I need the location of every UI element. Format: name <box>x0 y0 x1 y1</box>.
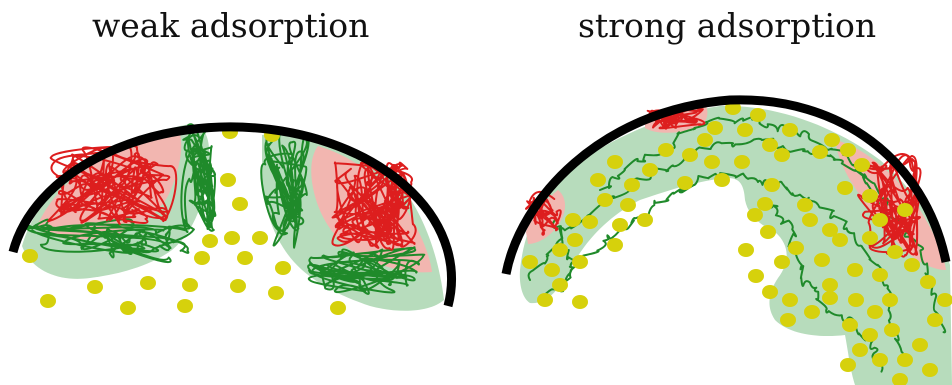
particle <box>194 251 210 265</box>
particle <box>782 293 798 307</box>
particle <box>822 278 838 292</box>
particle <box>230 279 246 293</box>
particle <box>762 285 778 299</box>
particle <box>840 358 856 372</box>
particle <box>884 323 900 337</box>
particle <box>762 138 778 152</box>
particle <box>747 208 763 222</box>
particle <box>837 181 853 195</box>
particle <box>872 268 888 282</box>
particle <box>922 363 938 377</box>
particle <box>40 294 56 308</box>
particle <box>552 278 568 292</box>
particle <box>867 305 883 319</box>
particle <box>748 269 764 283</box>
particle <box>854 158 870 172</box>
particle <box>897 353 913 367</box>
particle <box>572 255 588 269</box>
particle <box>802 213 818 227</box>
particle <box>567 233 583 247</box>
particle <box>140 276 156 290</box>
particle <box>682 148 698 162</box>
particle <box>804 305 820 319</box>
particle <box>677 176 693 190</box>
particle <box>120 301 136 315</box>
particle <box>252 231 268 245</box>
particle <box>612 218 628 232</box>
particle <box>822 291 838 305</box>
particle <box>624 178 640 192</box>
particle <box>737 123 753 137</box>
particle <box>842 318 858 332</box>
particle <box>814 253 830 267</box>
particle <box>597 193 613 207</box>
particle <box>707 121 723 135</box>
particle <box>882 293 898 307</box>
adsorbed-layer-region-strong <box>520 106 952 385</box>
particle <box>620 198 636 212</box>
weak-adsorption-panel <box>13 124 452 315</box>
particle <box>177 299 193 313</box>
particle <box>750 108 766 122</box>
particle <box>637 213 653 227</box>
particle <box>704 155 720 169</box>
particle <box>912 338 928 352</box>
particle <box>904 258 920 272</box>
particle <box>760 225 776 239</box>
particle <box>757 197 773 211</box>
particle <box>852 343 868 357</box>
particle <box>87 280 103 294</box>
particle <box>590 173 606 187</box>
particle <box>764 178 780 192</box>
particle <box>607 155 623 169</box>
particle <box>848 293 864 307</box>
particle <box>697 133 713 147</box>
particle <box>782 123 798 137</box>
particle <box>824 133 840 147</box>
particle <box>537 293 553 307</box>
particle <box>927 313 943 327</box>
particle <box>897 203 913 217</box>
particle <box>774 255 790 269</box>
particle <box>522 255 538 269</box>
particle <box>832 233 848 247</box>
strong-adsorption-panel <box>506 100 952 385</box>
particle <box>738 243 754 257</box>
particle <box>202 234 218 248</box>
particle <box>774 148 790 162</box>
particle <box>582 215 598 229</box>
particle <box>182 278 198 292</box>
particle <box>220 173 236 187</box>
particle <box>232 197 248 211</box>
particle <box>920 275 936 289</box>
particle <box>862 328 878 342</box>
particle <box>544 263 560 277</box>
particle <box>268 286 284 300</box>
particle <box>714 173 730 187</box>
particle <box>780 313 796 327</box>
particle <box>607 238 623 252</box>
particle <box>840 143 856 157</box>
particle <box>552 243 568 257</box>
particle <box>275 261 291 275</box>
particle <box>788 241 804 255</box>
particle <box>565 213 581 227</box>
particle <box>330 301 346 315</box>
particle <box>887 245 903 259</box>
particle <box>872 353 888 367</box>
particle <box>872 213 888 227</box>
particle <box>642 163 658 177</box>
particle <box>797 198 813 212</box>
particle <box>812 145 828 159</box>
particle <box>224 231 240 245</box>
particle <box>237 251 253 265</box>
particle <box>847 263 863 277</box>
particle <box>734 155 750 169</box>
particle <box>862 231 878 245</box>
particle <box>572 295 588 309</box>
particle <box>22 249 38 263</box>
particle <box>862 189 878 203</box>
particle <box>658 143 674 157</box>
